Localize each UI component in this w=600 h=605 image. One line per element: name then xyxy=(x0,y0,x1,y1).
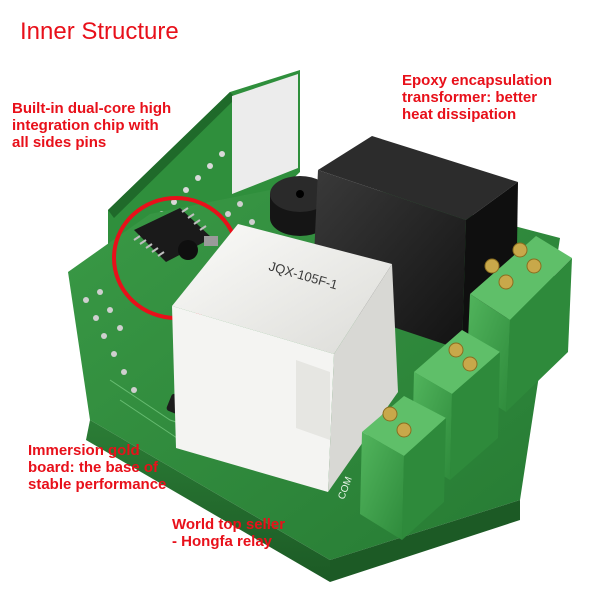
terminal-blocks: COM xyxy=(336,236,572,540)
chip-annotation: Built-in dual-core high integration chip… xyxy=(12,100,172,151)
relay-annotation: World top seller - Hongfa relay xyxy=(172,516,286,550)
gold-board-annotation: Immersion gold board: the base of stable… xyxy=(28,442,167,493)
page-title: Inner Structure xyxy=(20,18,179,45)
transformer-annotation: Epoxy encapsulation transformer: better … xyxy=(402,72,553,123)
hongfa-relay: JQX-105F-1 xyxy=(172,224,398,492)
microcontroller-chip xyxy=(133,207,218,262)
